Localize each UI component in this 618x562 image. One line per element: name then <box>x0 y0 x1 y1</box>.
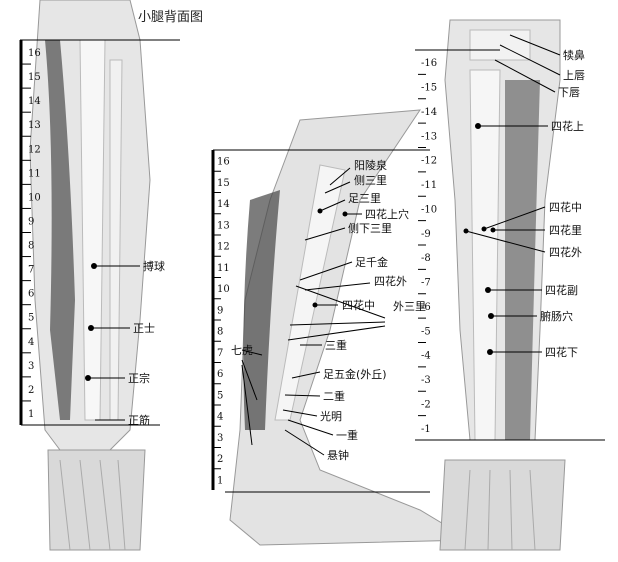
scale-label: 10 <box>217 284 230 295</box>
point-label: 正宗 <box>128 371 150 385</box>
scale-label: 8 <box>28 241 34 252</box>
middle-scale: 16 15 14 13 12 11 10 9 8 7 6 5 4 3 2 1 <box>211 149 430 493</box>
scale-label: 1 <box>28 409 34 420</box>
scale-label: 15 <box>217 178 230 189</box>
scale-label: -10 <box>421 204 437 215</box>
scale-label: 5 <box>217 390 223 401</box>
scale-label: 2 <box>217 454 223 465</box>
point-label: 搏球 <box>143 259 165 273</box>
scale-label: -2 <box>421 399 431 410</box>
scale-label: 4 <box>28 337 34 348</box>
point-label: 下唇 <box>558 86 580 99</box>
scale-label: -3 <box>421 375 431 386</box>
left-scale: 16 15 14 13 12 11 10 9 8 7 6 5 4 3 2 1 <box>19 39 160 426</box>
point-label: 侧下三里 <box>348 222 392 235</box>
scale-label: 2 <box>28 385 34 396</box>
scale-label: -1 <box>421 424 431 435</box>
point-label: 四花上穴 <box>365 207 409 221</box>
scale-label: -13 <box>421 131 437 142</box>
scale-label: 13 <box>28 120 41 131</box>
point-label: 正士 <box>133 322 155 335</box>
point-label: 四花中 <box>342 299 375 312</box>
point-label: 足三里 <box>348 192 381 205</box>
group-label: 外三里 <box>393 300 426 313</box>
scale-label: -8 <box>421 253 431 264</box>
scale-label: 14 <box>28 96 41 107</box>
scale-label: -4 <box>421 351 431 362</box>
scale-label: 9 <box>217 305 223 316</box>
scale-label: 10 <box>28 192 41 203</box>
point-label: 阳陵泉 <box>354 158 387 172</box>
scale-label: 4 <box>217 412 223 423</box>
scale-label: 16 <box>28 48 41 59</box>
left-points: 搏球 正士 正宗 正筋 <box>85 259 165 427</box>
scale-label: -6 <box>421 302 431 313</box>
middle-leg-illustration <box>229 109 472 546</box>
point-label: 四花外 <box>374 275 407 288</box>
left-leg-illustration <box>29 0 151 551</box>
point-label: 四花中 <box>549 201 582 214</box>
point-label: 悬钟 <box>327 448 349 462</box>
point-label: 四花上 <box>551 120 584 133</box>
scale-label: -14 <box>421 107 437 118</box>
scale-label: -5 <box>421 326 431 337</box>
point-label: 腑肠穴 <box>540 309 573 323</box>
scale-label: 6 <box>217 369 223 380</box>
scale-label: -12 <box>421 156 437 167</box>
scale-label: 11 <box>28 168 41 179</box>
right-scale: -16 -15 -14 -13 -12 -11 -10 -9 -8 -7 -6 -5 -4 -3 -2 -1 <box>415 49 605 441</box>
point-label: 四花外 <box>549 246 582 259</box>
point-label: 四花副 <box>545 284 578 297</box>
scale-label: -9 <box>421 229 431 240</box>
scale-label: 16 <box>217 157 230 168</box>
point-label: 犊鼻 <box>563 48 585 62</box>
scale-label: 8 <box>217 327 223 338</box>
point-label: 足五金(外丘) <box>323 367 387 381</box>
scale-label: 12 <box>217 242 230 253</box>
scale-label: 6 <box>28 289 34 300</box>
point-label: 一重 <box>336 428 358 442</box>
scale-label: 5 <box>28 313 34 324</box>
point-label: 四花下 <box>545 346 578 359</box>
scale-label: 7 <box>217 348 223 359</box>
scale-label: 13 <box>217 220 230 231</box>
scale-label: 3 <box>217 433 223 444</box>
point-label: 上唇 <box>563 69 585 82</box>
point-label: 四花里 <box>549 224 582 237</box>
right-points: 犊鼻 上唇 下唇 四花上 四花中 四花里 四花外 四花副 腑肠穴 <box>463 34 585 359</box>
scale-label: -16 <box>421 58 437 69</box>
point-label: 侧三里 <box>354 174 387 187</box>
scale-label: 15 <box>28 72 41 83</box>
scale-label: 7 <box>28 265 34 276</box>
scale-label: 12 <box>28 144 41 155</box>
point-label: 光明 <box>320 409 342 423</box>
point-label: 足千金 <box>355 255 388 269</box>
scale-label: 9 <box>28 216 34 227</box>
point-label: 正筋 <box>128 413 150 427</box>
scale-label: -15 <box>421 83 437 94</box>
scale-label: 1 <box>217 475 223 486</box>
scale-label: 3 <box>28 361 34 372</box>
scale-label: -7 <box>421 278 431 289</box>
point-label: 三重 <box>325 338 347 352</box>
point-label: 二重 <box>323 389 345 403</box>
scale-label: 14 <box>217 199 230 210</box>
diagram-title: 小腿背面图 <box>138 10 203 25</box>
scale-label: 11 <box>217 263 230 274</box>
scale-label: -11 <box>421 180 437 191</box>
middle-points: 阳陵泉 侧三里 足三里 四花上穴 侧下三里 足千金 四花外 四花中 三重 足五金… <box>231 158 426 462</box>
